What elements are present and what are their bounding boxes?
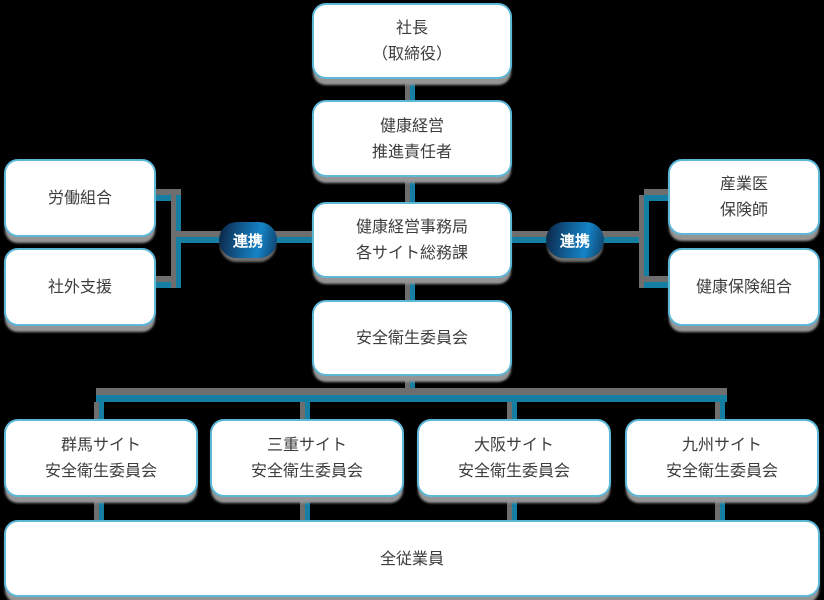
node-site-mie: 三重サイト 安全衛生委員会 [210,419,404,497]
left-bracket-stub-top [156,195,181,201]
node-site-gunma-line1: 群馬サイト [60,435,141,455]
right-bracket-vertical [644,195,649,288]
node-health-insurance-line1: 健康保険組合 [695,277,792,297]
node-site-osaka-line1: 大阪サイト [473,435,554,455]
stub-mie-top [305,402,310,419]
node-safety-committee-line1: 安全衛生委員会 [355,328,468,348]
node-occupational-physician-line2: 保険師 [719,200,768,219]
node-occupational-physician-line1: 産業医 [719,174,768,194]
node-site-kyushu-line1: 九州サイト [681,435,762,455]
node-all-employees: 全従業員 [4,520,820,597]
node-health-office-line1: 健康経営事務局 [355,217,468,237]
node-site-mie-line1: 三重サイト [266,435,347,455]
connector-president-promoter [410,79,415,100]
node-president-line1: 社長 [395,18,428,38]
node-health-office-line2: 各サイト総務課 [355,243,468,262]
cooperation-badge-right: 連携 [546,222,604,258]
node-health-office: 健康経営事務局 各サイト総務課 [312,202,512,278]
node-site-gunma-line2: 安全衛生委員会 [44,461,157,480]
stub-mie-bottom [305,497,310,520]
connector-promoter-office [410,177,415,202]
connector-safety-distribution [410,376,415,402]
node-site-osaka: 大阪サイト 安全衛生委員会 [417,419,611,497]
node-president-line2: （取締役） [371,44,452,63]
stub-osaka-bottom [512,497,517,520]
node-health-promoter: 健康経営 推進責任者 [312,100,512,177]
stub-osaka-top [512,402,517,419]
stub-gunma-top [99,402,104,419]
node-president: 社長 （取締役） [312,3,512,79]
cooperation-badge-right-label: 連携 [559,231,590,250]
node-labor-union-line1: 労働組合 [47,188,112,208]
stub-kyushu-bottom [720,497,725,520]
node-site-kyushu: 九州サイト 安全衛生委員会 [625,419,819,497]
right-bracket-stub-bottom [644,282,668,288]
node-site-gunma: 群馬サイト 安全衛生委員会 [4,419,198,497]
cooperation-badge-left-label: 連携 [232,231,263,250]
node-site-osaka-line2: 安全衛生委員会 [457,461,570,480]
distribution-line [96,395,727,402]
left-bracket-stub-bottom [156,282,181,288]
node-external-support-line1: 社外支援 [47,277,112,297]
node-site-mie-line2: 安全衛生委員会 [250,461,363,480]
node-occupational-physician: 産業医 保険師 [668,159,820,235]
node-safety-committee: 安全衛生委員会 [312,300,512,376]
cooperation-badge-left: 連携 [219,222,277,258]
node-all-employees-line1: 全従業員 [379,548,444,568]
node-health-insurance: 健康保険組合 [668,248,820,326]
connector-office-safety [410,278,415,300]
node-health-promoter-line2: 推進責任者 [371,141,452,161]
node-external-support: 社外支援 [4,248,156,326]
node-health-promoter-line1: 健康経営 [379,115,444,135]
node-labor-union: 労働組合 [4,159,156,237]
stub-kyushu-top [720,402,725,419]
node-site-kyushu-line2: 安全衛生委員会 [665,461,778,480]
stub-gunma-bottom [99,497,104,520]
right-bracket-stub-top [644,195,668,201]
